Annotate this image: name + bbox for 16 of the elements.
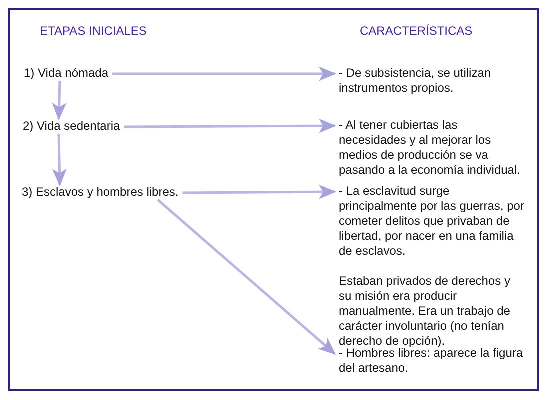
description-text: Estaban privados de derechos y su misión era producir manualmente. Era un trabajo de carácter involuntario (no tenían derecho de opción). (339, 274, 512, 348)
column-heading: ETAPAS INICIALES (40, 24, 147, 38)
stage-text: 2) Vida sedentaria (23, 119, 120, 134)
stage-text: 3) Esclavos y hombres libres. (22, 185, 179, 200)
stage-text: 1) Vida nómada (24, 66, 109, 81)
description-text: - La esclavitud surge principalmente por las guerras, por cometer delitos que privaban de libertad, por nacer en una familia de esclavos. (339, 184, 526, 259)
arrow (52, 80, 67, 120)
column-heading: CARACTERÍSTICAS (360, 24, 473, 38)
arrow (52, 134, 67, 186)
arrow (157, 199, 336, 355)
description-text: - De subsistencia, se utilizan instrumentos propios. (339, 66, 492, 96)
arrow (124, 118, 336, 134)
arrow (112, 66, 336, 82)
arrow (182, 184, 336, 200)
description-text: - Al tener cubiertas las necesidades y al mejorar los medios de producción se va pasando a la economía individual. (339, 118, 522, 178)
description-text: - Hombres libres: aparece la figura del artesano. (339, 346, 524, 376)
